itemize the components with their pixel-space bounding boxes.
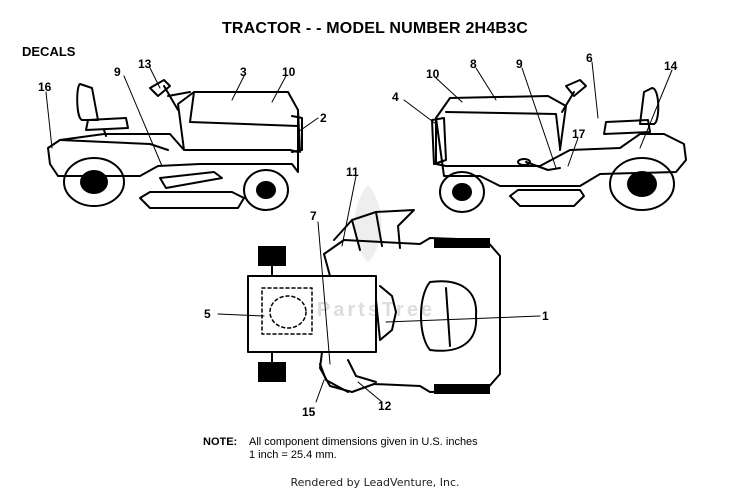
callout-label: 5: [204, 307, 211, 321]
watermark-text: PartsTree: [317, 299, 435, 321]
callout-label: 12: [378, 399, 392, 413]
callout-label: 13: [138, 57, 152, 71]
callout-label: 4: [392, 90, 399, 104]
note-label: NOTE:: [203, 436, 238, 448]
callout-label: 1: [542, 309, 549, 323]
section-label: DECALS: [22, 44, 76, 59]
note-line-1: All component dimensions given in U.S. i…: [249, 436, 478, 448]
callout-label: 3: [240, 65, 247, 79]
callout-label: 15: [302, 405, 316, 419]
tractor-right-side-view: [431, 79, 687, 213]
callout-label: 7: [310, 209, 317, 223]
callout-label: 6: [586, 51, 593, 65]
callout-label: 2: [320, 111, 327, 125]
leader-lines: [45, 61, 673, 403]
callout-label: 8: [470, 57, 477, 71]
callout-label: 10: [282, 65, 296, 79]
note: NOTE: All component dimensions given in U…: [203, 436, 478, 462]
watermark: PartsTree: [317, 185, 435, 321]
callout-label: 14: [664, 59, 678, 73]
callout-label: 16: [38, 80, 52, 94]
footer-credit: Rendered by LeadVenture, Inc.: [290, 476, 460, 489]
callout-label: 9: [516, 57, 523, 71]
tractor-left-side-view: [47, 79, 303, 211]
callouts: 16 9 13 3 10 2 4 10 8 9 6 14 17 11 7 5 1…: [38, 51, 678, 419]
callout-label: 17: [572, 127, 586, 141]
note-line-2: 1 inch = 25.4 mm.: [249, 449, 337, 461]
callout-label: 9: [114, 65, 121, 79]
tractor-top-view: [247, 209, 501, 394]
diagram-title: TRACTOR - - MODEL NUMBER 2H4B3C: [221, 20, 529, 37]
callout-label: 11: [346, 165, 359, 179]
callout-label: 10: [426, 67, 440, 81]
